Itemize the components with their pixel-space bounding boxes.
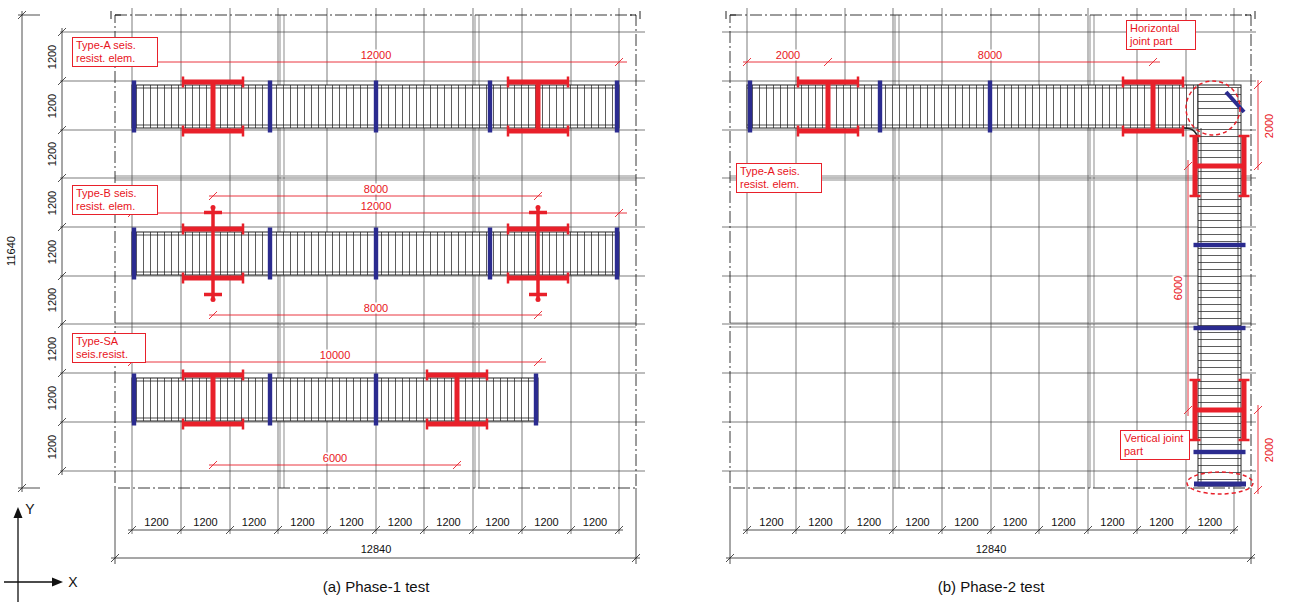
element-label: Horizontal joint part bbox=[1130, 22, 1192, 48]
dimension-label: 1200 bbox=[1148, 517, 1174, 528]
dimension-label: 1200 bbox=[435, 517, 461, 528]
dimension-label: 1200 bbox=[289, 517, 315, 528]
dimension-label: 1200 bbox=[47, 433, 58, 459]
dimension-label: 12840 bbox=[975, 544, 1008, 555]
dimension-label: 1200 bbox=[47, 335, 58, 361]
dimension-label: 1200 bbox=[1197, 517, 1223, 528]
dimension-label: 1200 bbox=[47, 141, 58, 167]
dimension-label: 1200 bbox=[533, 517, 559, 528]
label-box: Type-SA seis.resist. bbox=[72, 333, 146, 363]
dimension-label: 1200 bbox=[338, 517, 364, 528]
dimension-label: 1200 bbox=[47, 43, 58, 69]
dimension-label: 12840 bbox=[360, 544, 393, 555]
dimension-label: 1200 bbox=[143, 517, 169, 528]
dimension-label: 2000 bbox=[775, 50, 801, 61]
dimension-label: 1200 bbox=[47, 384, 58, 410]
dimension-label: 1200 bbox=[241, 517, 267, 528]
dimension-label: 1200 bbox=[387, 517, 413, 528]
dimension-label: 10000 bbox=[319, 350, 352, 361]
dimension-label: 1200 bbox=[807, 517, 833, 528]
dimension-label: 1200 bbox=[904, 517, 930, 528]
dimension-label: 6000 bbox=[322, 453, 348, 464]
panel-caption: (a) Phase-1 test bbox=[322, 579, 431, 594]
dimension-label: 1200 bbox=[953, 517, 979, 528]
dimension-label: 12000 bbox=[360, 201, 393, 212]
dimension-label: 1200 bbox=[1002, 517, 1028, 528]
dimension-label: 11640 bbox=[6, 235, 17, 267]
axis-label: Y bbox=[24, 502, 35, 516]
dimension-label: 8000 bbox=[363, 303, 389, 314]
element-label: Type-A seis. resist. elem. bbox=[76, 39, 154, 65]
dimension-label: 1200 bbox=[582, 517, 608, 528]
label-box: Horizontal joint part bbox=[1126, 20, 1196, 50]
element-label: Type-A seis. resist. elem. bbox=[740, 165, 818, 191]
dimension-label: 1200 bbox=[484, 517, 510, 528]
label-box: Vertical joint part bbox=[1120, 430, 1190, 460]
dimension-label: 2000 bbox=[1264, 113, 1275, 139]
element-label: Type-B seis. resist. elem. bbox=[76, 187, 154, 213]
dimension-label: 1200 bbox=[1099, 517, 1125, 528]
dimension-label: 1200 bbox=[47, 287, 58, 313]
dimension-label: 6000 bbox=[1173, 275, 1184, 301]
element-label: Type-SA seis.resist. bbox=[76, 335, 142, 361]
dimension-label: 1200 bbox=[47, 238, 58, 264]
label-box: Type-A seis. resist. elem. bbox=[736, 163, 822, 193]
dimension-label: 2000 bbox=[1264, 437, 1275, 463]
axis-label: X bbox=[67, 575, 78, 589]
dimension-label: 1200 bbox=[856, 517, 882, 528]
dimension-label: 8000 bbox=[977, 50, 1003, 61]
label-box: Type-B seis. resist. elem. bbox=[72, 185, 158, 215]
dimension-label: 12000 bbox=[360, 50, 393, 61]
panel-caption: (b) Phase-2 test bbox=[937, 579, 1046, 594]
label-box: Type-A seis. resist. elem. bbox=[72, 37, 158, 67]
dimension-label: 1200 bbox=[47, 189, 58, 215]
dimension-label: 1200 bbox=[1050, 517, 1076, 528]
element-label: Vertical joint part bbox=[1124, 432, 1186, 458]
dimension-label: 8000 bbox=[363, 184, 389, 195]
dimension-label: 1200 bbox=[758, 517, 784, 528]
dimension-label: 1200 bbox=[47, 92, 58, 118]
dimension-label: 1200 bbox=[192, 517, 218, 528]
